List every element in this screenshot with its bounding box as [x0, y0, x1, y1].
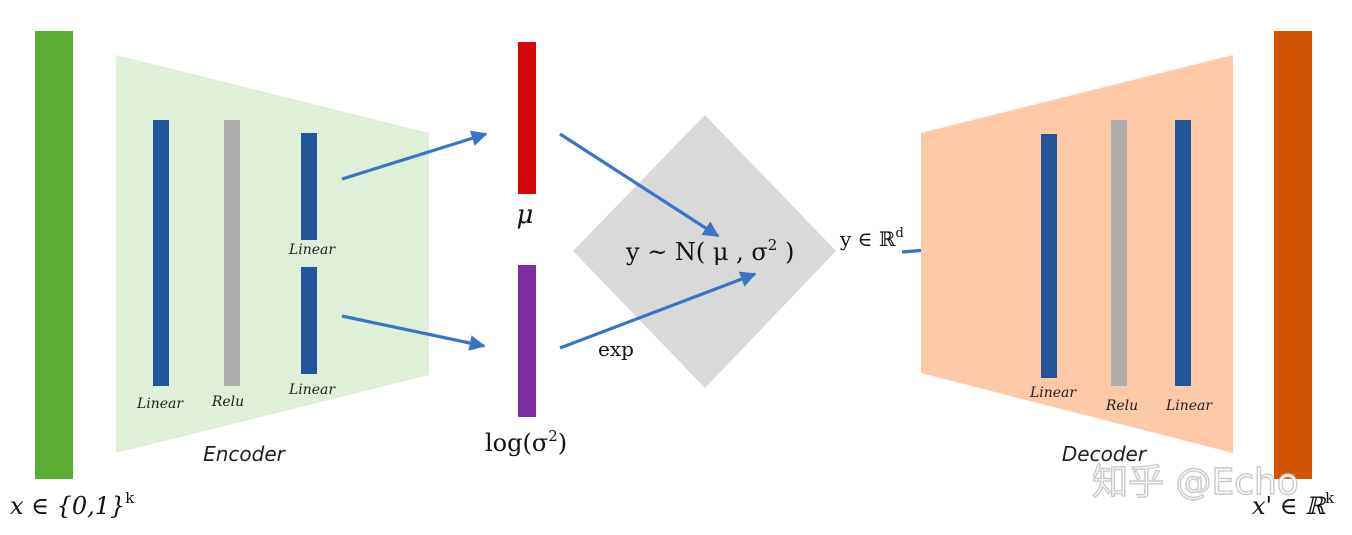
decoder-layer-label-3: Linear [1165, 398, 1213, 414]
encoder-layer-label-2: Relu [211, 394, 244, 410]
input-vector-bar [35, 31, 73, 479]
sampling-formula: y ~ N( μ , σ2 ) [625, 236, 794, 266]
logvar-label: log(σ2) [485, 427, 567, 457]
decoder-title: Decoder [1062, 442, 1148, 466]
encoder-title: Encoder [203, 442, 287, 466]
latent-sample-label: y ∈ ℝd [839, 226, 904, 251]
encoder-layer-label-4: Linear [288, 382, 336, 398]
arrow-encoder-to-logvar [341, 314, 486, 351]
encoder-linear-mu-layer [301, 133, 317, 240]
sampling-block [573, 115, 836, 388]
arrow-mu-to-sampler [559, 132, 720, 238]
arrow-logvar-to-sampler [559, 271, 757, 350]
encoder-block [116, 55, 429, 453]
encoder-linear-layer-1 [153, 120, 169, 386]
decoder-layer-label-1: Linear [1029, 385, 1077, 401]
watermark: 知乎 @Echo [1092, 462, 1299, 503]
encoder-layer-label-3: Linear [288, 242, 336, 258]
output-label: x' ∈ ℝk [1252, 489, 1335, 520]
mu-vector-bar [518, 42, 536, 194]
encoder-relu-layer [224, 120, 240, 386]
decoder-linear-layer-2 [1175, 120, 1191, 386]
decoder-linear-layer-1 [1041, 134, 1057, 378]
decoder-block [921, 55, 1233, 453]
encoder-linear-logvar-layer [301, 267, 317, 374]
arrow-encoder-to-mu [341, 130, 488, 181]
exp-label: exp [598, 337, 634, 361]
output-vector-bar [1274, 31, 1312, 479]
decoder-relu-layer [1111, 120, 1127, 386]
input-label: x ∈ {0,1}k [10, 489, 135, 520]
decoder-layer-label-2: Relu [1105, 398, 1138, 414]
logvar-vector-bar [518, 265, 536, 417]
mu-label: μ [517, 200, 534, 230]
encoder-layer-label-1: Linear [136, 396, 184, 412]
